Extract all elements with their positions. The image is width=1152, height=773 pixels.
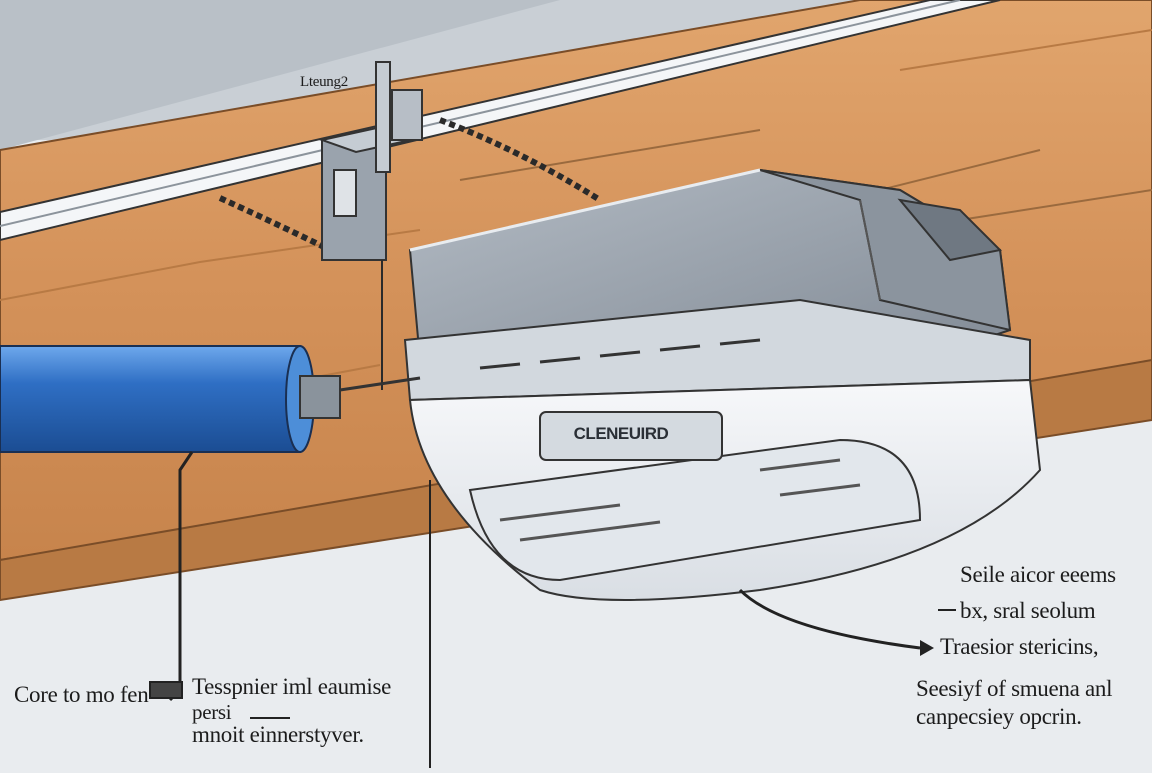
brand-plate (539, 411, 723, 461)
wood-grain (459, 129, 761, 181)
wood-grain (879, 149, 1041, 191)
light-cover (408, 378, 1042, 601)
blue-tube (0, 345, 421, 453)
middle-label-line3: mnoit einnerstyver. (192, 722, 364, 747)
wood-grain (899, 29, 1152, 71)
rail-edge (0, 0, 961, 227)
left-label: Core to mo fen (14, 682, 149, 707)
drive-chain (218, 195, 332, 253)
middle-label-line2: persi (192, 700, 232, 724)
top-label: Lteung2 (300, 74, 348, 90)
right-label-line5: canpecsiey opcrin. (916, 704, 1082, 729)
right-label-line2: bx, sral seolum (960, 598, 1096, 623)
middle-label-line1: Tesspnier iml eaumise (192, 674, 392, 699)
mounting-bracket (318, 61, 424, 261)
right-label-line1: Seile aicor eeems (960, 562, 1116, 587)
right-label-line4: Seesiyf of smuena anl (916, 676, 1113, 701)
cord-plug (149, 681, 183, 699)
opener-rail (0, 0, 1001, 242)
wood-grain (959, 189, 1152, 221)
leader-line (738, 588, 921, 650)
right-label-line3: Traesior stericins, (940, 634, 1099, 659)
ceiling-shadow (0, 0, 560, 150)
arrow-head (920, 640, 934, 656)
drive-chain (438, 117, 602, 203)
brand-label: CLENEUIRD (573, 424, 669, 443)
vent-band (403, 298, 1031, 402)
